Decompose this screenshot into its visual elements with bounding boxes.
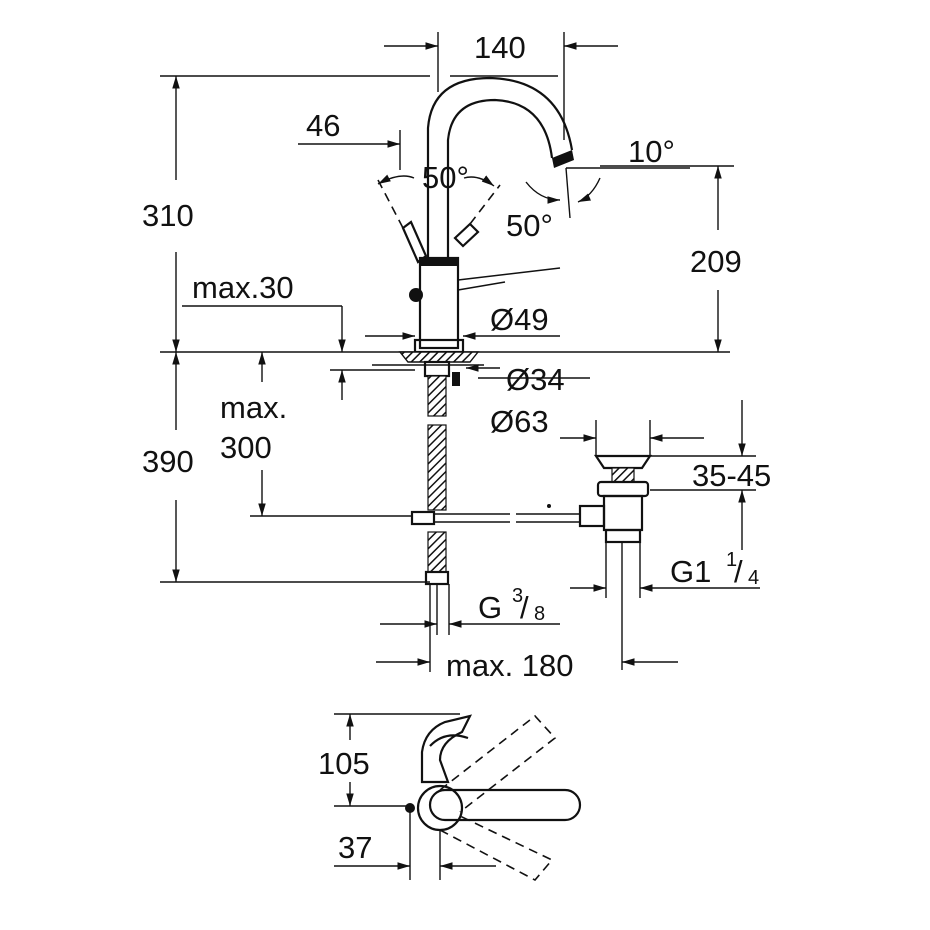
waste-thread-num: 1 [726, 549, 737, 571]
dim-209: 209 [690, 244, 742, 279]
plan-view [334, 713, 582, 882]
hose-thread-label: G [478, 590, 502, 625]
dim-max300-line2: 300 [220, 430, 272, 465]
dim-angle-spout: 10° [628, 134, 675, 169]
dim-390: 390 [142, 444, 194, 479]
dim-max30: max.30 [192, 270, 294, 305]
dim-105: 105 [318, 746, 370, 781]
dim-140: 140 [474, 30, 526, 65]
hose-thread-slash: / [520, 590, 529, 625]
waste-thread-slash: / [734, 554, 743, 589]
dim-37: 37 [338, 830, 372, 865]
dim-angle-right: 50° [506, 208, 553, 243]
hose-thread-den: 8 [534, 603, 545, 625]
hose-thread-num: 3 [512, 585, 523, 607]
under-deck-assembly [372, 351, 580, 635]
faucet-body [377, 76, 574, 354]
dim-310: 310 [142, 198, 194, 233]
dim-46: 46 [306, 108, 340, 143]
waste-thread-label: G1 [670, 554, 711, 589]
pop-up-waste [578, 454, 653, 670]
dim-dia49: Ø49 [490, 302, 549, 337]
waste-thread-den: 4 [748, 567, 759, 589]
dim-35-45: 35-45 [692, 458, 771, 493]
dim-max180: max. 180 [446, 648, 574, 683]
dim-max300-line1: max. [220, 390, 287, 425]
dim-angle-left: 50° [422, 160, 469, 195]
dim-dia63: Ø63 [490, 404, 549, 439]
dim-dia34: Ø34 [506, 362, 565, 397]
